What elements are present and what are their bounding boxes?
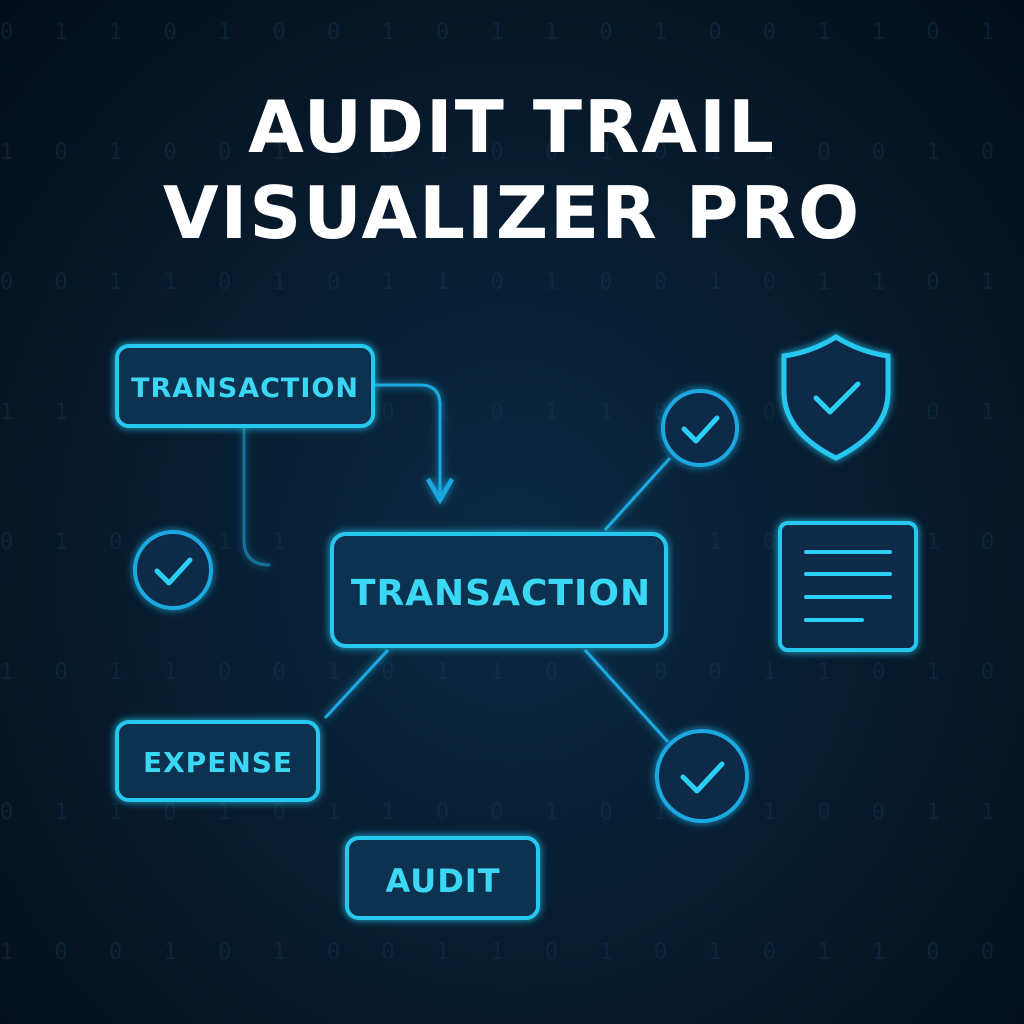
- node-label: TRANSACTION: [351, 573, 651, 614]
- check-circle-icon: [655, 729, 749, 823]
- binary-background-row: 0 0 1 1 0 1 0 1 1 0 1 0 0 1 0 1 1 0 1 0 …: [0, 270, 1024, 295]
- binary-background-row: 1 0 0 1 0 1 0 0 1 1 0 1 0 1 0 1 1 0 0 1 …: [0, 940, 1024, 965]
- title-line-1: AUDIT TRAIL: [248, 85, 776, 169]
- node-main-transaction[interactable]: TRANSACTION: [330, 532, 668, 648]
- node-label: TRANSACTION: [131, 373, 359, 404]
- check-circle-icon: [661, 389, 739, 467]
- connector-source-to-main: [373, 383, 454, 505]
- node-source-transaction[interactable]: TRANSACTION: [115, 344, 375, 428]
- check-circle-icon: [133, 530, 213, 610]
- node-label: AUDIT: [385, 862, 500, 900]
- node-expense[interactable]: EXPENSE: [115, 720, 320, 802]
- connector-main-to-expense: [323, 648, 390, 720]
- node-audit[interactable]: AUDIT: [345, 836, 540, 920]
- document-icon: [778, 521, 918, 652]
- node-label: EXPENSE: [143, 746, 293, 779]
- shield-check-icon: [781, 334, 891, 461]
- binary-background-row: 0 1 1 0 1 0 0 1 0 1 1 0 1 0 0 1 1 0 1 0 …: [0, 20, 1024, 45]
- binary-background-row: 1 0 1 1 0 0 1 0 1 1 0 1 0 0 1 1 0 1 0 1 …: [0, 660, 1024, 685]
- binary-background-row: 1 0 1 0 0 1 1 0 1 0 0 1 0 1 1 0 0 1 0 1 …: [0, 140, 1024, 165]
- title-line-2: VISUALIZER PRO: [163, 171, 861, 255]
- connector-source-down: [242, 426, 271, 567]
- connector-main-to-check-bottom: [583, 648, 670, 744]
- binary-background-row: 0 1 1 0 1 0 1 1 0 0 1 0 1 0 1 0 0 1 1 0 …: [0, 800, 1024, 825]
- connector-main-to-check-top: [603, 456, 672, 532]
